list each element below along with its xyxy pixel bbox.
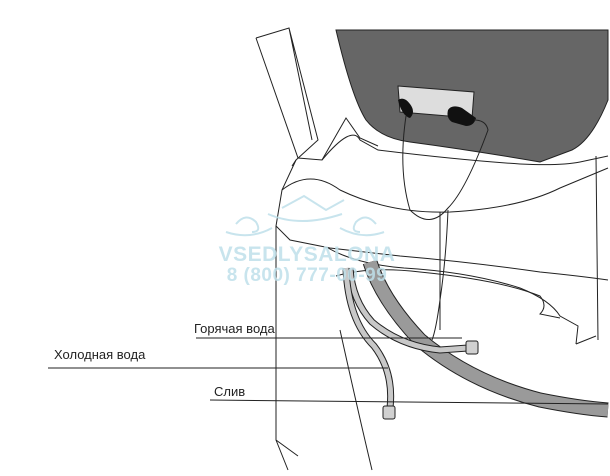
watermark-logo <box>225 194 385 237</box>
chair-base <box>275 134 609 281</box>
mixer-connector-left <box>398 98 413 118</box>
watermark-brand: VSEDLYSALONA <box>218 243 396 266</box>
mixer-connector-right <box>447 106 476 126</box>
cold-water-fitting <box>382 405 396 420</box>
drain-hose-fill <box>363 259 609 417</box>
hot-water-hose-fill <box>347 267 469 353</box>
drain-leader <box>209 399 609 405</box>
cold-water-hose-fill <box>343 267 394 409</box>
chair-bottom <box>275 329 373 471</box>
rear-panel-left <box>255 27 319 167</box>
cold-water-label: Холодная вода <box>54 347 146 362</box>
mixer-tube-1 <box>402 115 489 220</box>
hot-water-fitting <box>465 340 479 355</box>
chair-top-edge <box>281 167 609 213</box>
rear-panel-outline <box>255 37 379 161</box>
watermark-phone: 8 (800) 777-00-99 <box>226 265 388 286</box>
hot-water-label: Горячая вода <box>194 321 275 336</box>
drain-label: Слив <box>214 384 246 399</box>
chair-right-edge <box>575 155 599 345</box>
